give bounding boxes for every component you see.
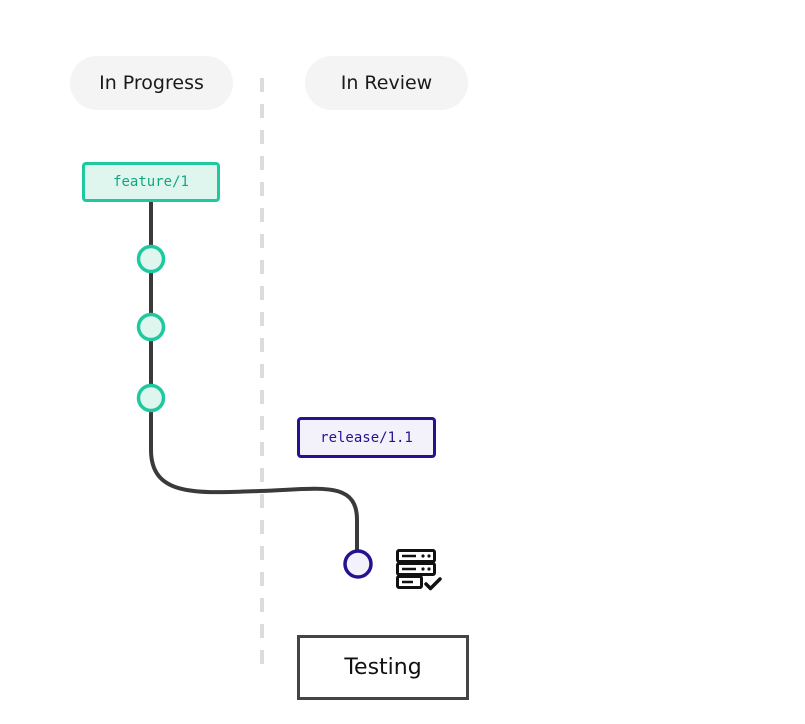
stage-in-progress: In Progress bbox=[70, 56, 233, 110]
feature-commit bbox=[136, 312, 166, 342]
stage-in-review: In Review bbox=[305, 56, 468, 110]
environment-testing: Testing bbox=[297, 635, 469, 700]
release-commit bbox=[343, 549, 373, 579]
server-check-icon bbox=[396, 549, 442, 591]
feature-commit bbox=[136, 383, 166, 413]
feature-commit bbox=[136, 244, 166, 274]
branch-tag-release: release/1.1 bbox=[297, 417, 436, 458]
branch-tag-feature: feature/1 bbox=[82, 162, 220, 202]
branch-connector bbox=[149, 200, 359, 550]
